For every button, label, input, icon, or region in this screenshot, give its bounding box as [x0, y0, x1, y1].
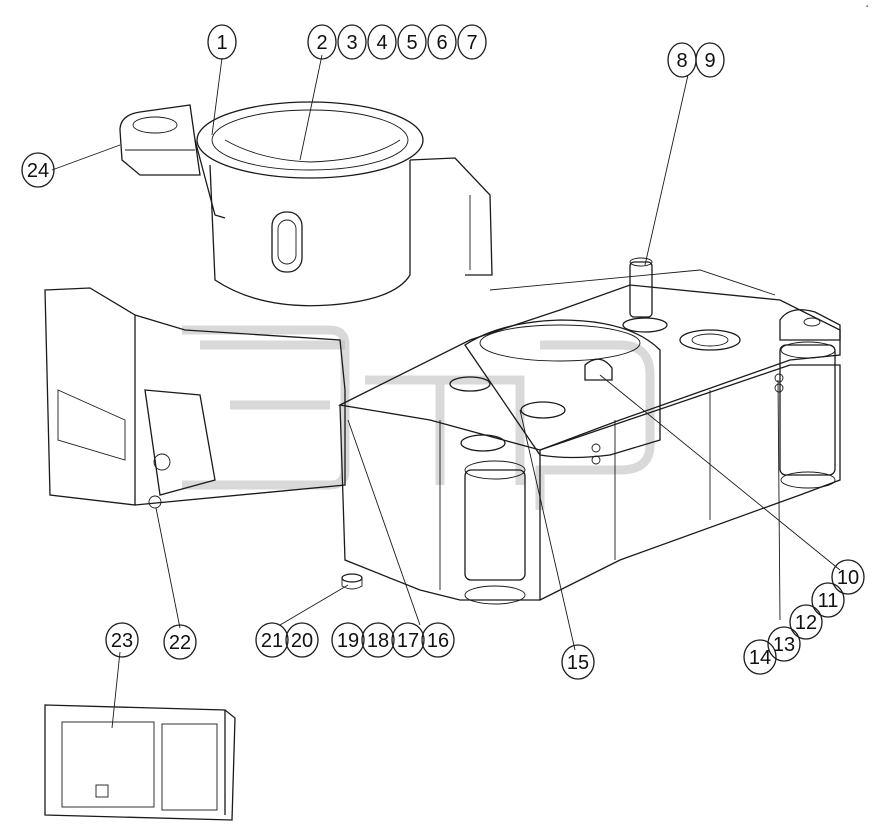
svg-text:13: 13: [773, 634, 795, 656]
svg-text:7: 7: [466, 32, 477, 54]
svg-text:3: 3: [346, 32, 357, 54]
frame-body: [44, 101, 841, 605]
callout-18: 18: [361, 622, 395, 658]
callout-6: 6: [427, 24, 457, 60]
svg-text:23: 23: [111, 630, 133, 652]
svg-text:14: 14: [749, 647, 771, 669]
callout-19: 19: [331, 622, 365, 658]
svg-text:1: 1: [216, 32, 227, 54]
callout-21: 21: [255, 622, 289, 658]
callout-22: 22: [163, 624, 197, 660]
cover-panel-23: [44, 704, 236, 821]
svg-text:17: 17: [397, 630, 419, 652]
callout-16: 16: [421, 622, 455, 658]
leader-lines: [51, 54, 841, 729]
callout-3: 3: [337, 24, 367, 60]
svg-text:18: 18: [367, 630, 389, 652]
svg-text:19: 19: [337, 630, 359, 652]
callout-9: 9: [695, 42, 725, 78]
callout-15: 15: [561, 644, 595, 680]
corner-mark: ʻ: [866, 3, 868, 15]
callout-5: 5: [397, 24, 427, 60]
svg-text:11: 11: [818, 590, 839, 612]
callout-8: 8: [667, 42, 697, 78]
svg-text:15: 15: [567, 652, 589, 674]
callout-13: 13: [767, 626, 801, 662]
callout-10: 10: [831, 559, 865, 595]
callout-balloons: 1 2 3 4 5 6 7 8 9 10 11 12 13 14 15 16 1…: [21, 24, 865, 680]
callout-2: 2: [307, 24, 337, 60]
callout-11: 11: [811, 582, 845, 618]
svg-text:8: 8: [676, 50, 687, 72]
svg-text:21: 21: [261, 630, 283, 652]
callout-24: 24: [21, 152, 55, 188]
callout-20: 20: [285, 622, 319, 658]
callout-14: 14: [743, 639, 777, 675]
svg-text:6: 6: [436, 32, 447, 54]
svg-text:12: 12: [795, 612, 817, 634]
svg-text:24: 24: [27, 160, 49, 182]
svg-text:10: 10: [837, 567, 859, 589]
svg-text:9: 9: [704, 50, 715, 72]
callout-12: 12: [789, 604, 823, 640]
svg-text:20: 20: [291, 630, 313, 652]
svg-text:16: 16: [427, 630, 449, 652]
svg-text:2: 2: [316, 32, 327, 54]
callout-1: 1: [207, 24, 237, 60]
svg-text:4: 4: [376, 32, 387, 54]
callout-7: 7: [457, 24, 487, 60]
watermark-logo: [182, 325, 655, 510]
svg-text:22: 22: [169, 632, 191, 654]
callout-17: 17: [391, 622, 425, 658]
callout-23: 23: [105, 622, 139, 658]
callout-4: 4: [367, 24, 397, 60]
svg-text:5: 5: [406, 32, 417, 54]
